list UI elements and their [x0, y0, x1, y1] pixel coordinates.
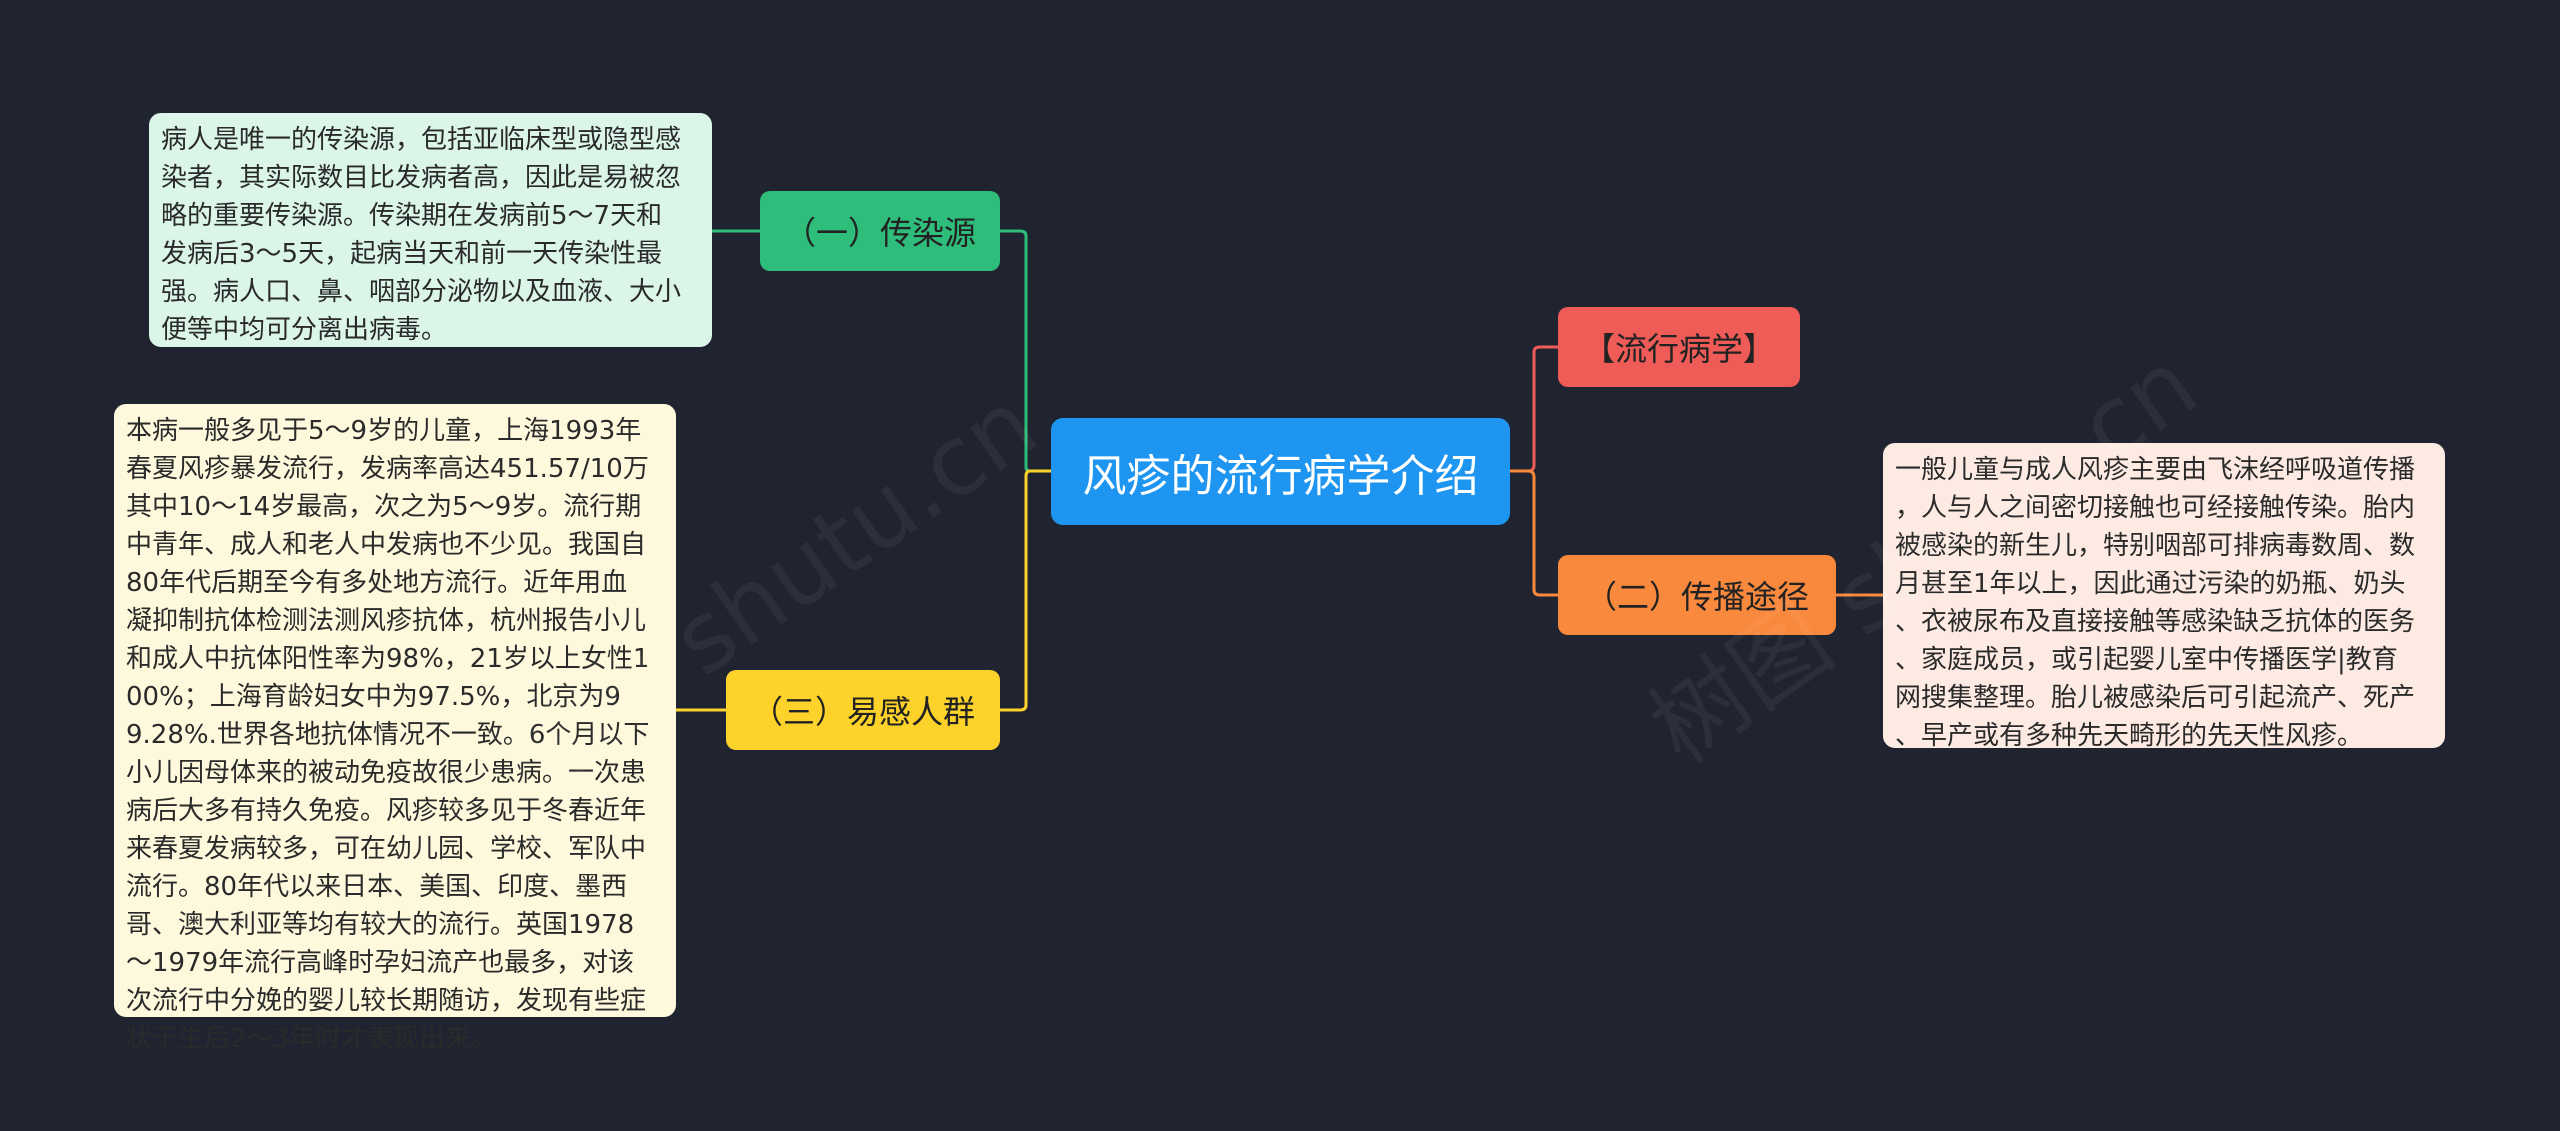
- connector-root-susceptible: [1000, 469, 1051, 712]
- connector-root-epidemiology: [1510, 345, 1558, 473]
- leaf-transmission-route-text[interactable]: 一般儿童与成人风疹主要由飞沫经呼吸道传播 ，人与人之间密切接触也可经接触传染。胎…: [1883, 443, 2445, 751]
- branch-epidemiology[interactable]: 【流行病学】: [1558, 307, 1800, 387]
- leaf-susceptible-population-text[interactable]: 本病一般多见于5～9岁的儿童，上海1993年 春夏风疹暴发流行，发病率高达451…: [114, 404, 676, 1054]
- connector-root-source: [1000, 229, 1051, 473]
- root-topic[interactable]: 风疹的流行病学介绍: [1051, 418, 1510, 525]
- branch-infection-source[interactable]: （一）传染源: [760, 191, 1000, 271]
- branch-susceptible-population[interactable]: （三）易感人群: [726, 670, 1000, 750]
- branch-transmission-route[interactable]: （二）传播途径: [1558, 555, 1836, 635]
- leaf-infection-source-text[interactable]: 病人是唯一的传染源，包括亚临床型或隐型感 染者，其实际数目比发病者高，因此是易被…: [149, 113, 712, 347]
- connector-root-route: [1510, 469, 1558, 597]
